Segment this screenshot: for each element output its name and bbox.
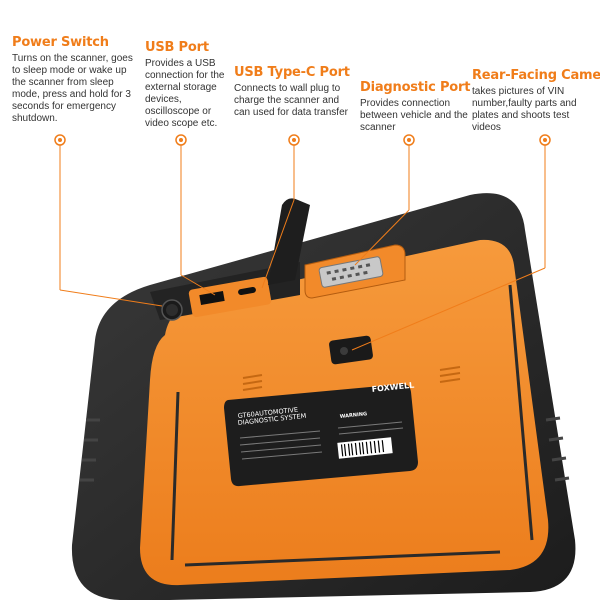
speaker-grill-left [242, 374, 263, 391]
callout-title: Rear-Facing Camera [472, 68, 600, 83]
usb-port [199, 290, 225, 306]
callout-usb-port: USB Port Provides a USB connection for t… [145, 40, 237, 130]
label-fine-print [239, 421, 404, 460]
leader-lines [59, 144, 546, 351]
callout-title: Diagnostic Port [360, 80, 471, 95]
bottom-rail [184, 550, 501, 567]
callout-title: USB Port [145, 40, 209, 55]
callout-text: Provides a USB connection for the extern… [145, 58, 225, 129]
label-brand: FOXWELL [371, 381, 414, 394]
usb-c-port [238, 286, 256, 296]
callout-text: takes pictures of VIN number,faulty part… [472, 86, 577, 133]
speaker-grill-right [439, 366, 461, 383]
usb-c-rubber-flap [268, 198, 310, 285]
barcode-lines [340, 440, 385, 457]
callout-text: Connects to wall plug to charge the scan… [234, 83, 348, 118]
callout-title: Power Switch [12, 35, 109, 50]
callout-diagnostic-port: Diagnostic Port Provides connection betw… [360, 80, 472, 134]
bumper-ridges [80, 416, 570, 482]
callout-power-switch: Power Switch Turns on the scanner, goes … [12, 35, 142, 125]
leader-markers [54, 134, 551, 146]
callout-title: USB Type-C Port [234, 65, 350, 80]
product-label [224, 384, 418, 487]
rear-camera [329, 335, 373, 365]
diagnostic-port-pins [326, 263, 371, 281]
callout-rear-camera: Rear-Facing Camera takes pictures of VIN… [472, 68, 600, 134]
left-rail [170, 391, 180, 561]
callout-text: Provides connection between vehicle and … [360, 98, 468, 133]
usb-port-housing [188, 276, 272, 318]
label-warning: WARNING [340, 411, 368, 420]
callout-text: Turns on the scanner, goes to sleep mode… [12, 53, 133, 124]
right-rail [508, 284, 534, 541]
callout-usb-type-c-port: USB Type-C Port Connects to wall plug to… [234, 65, 352, 119]
